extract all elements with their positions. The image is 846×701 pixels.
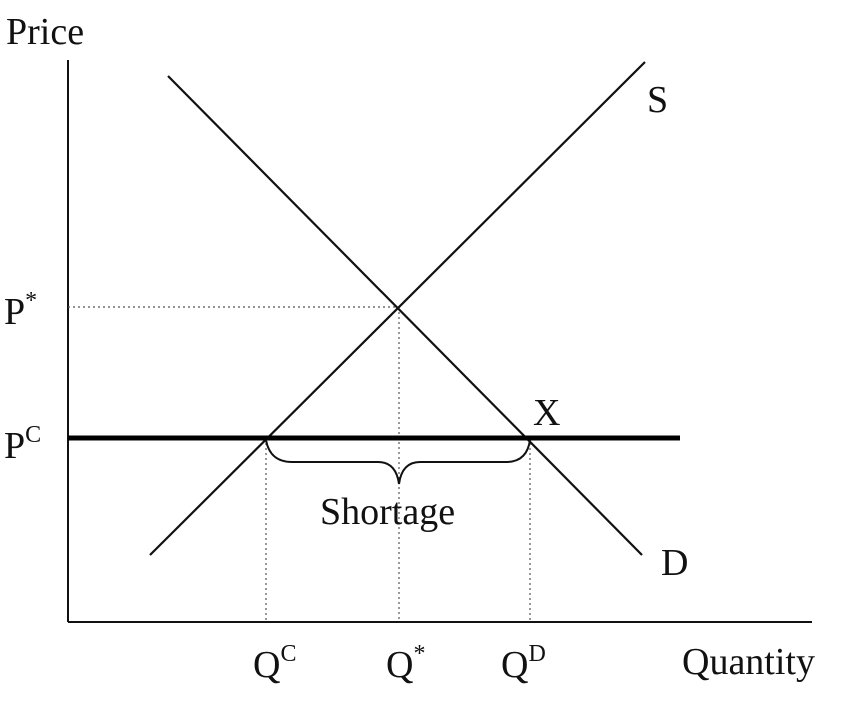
demand-curve	[167, 75, 643, 556]
demand-label: D	[661, 542, 688, 584]
supply-label: S	[647, 79, 668, 121]
shortage-brace	[265, 439, 531, 485]
q-c-label: QC	[253, 641, 296, 686]
y-axis-label: Price	[6, 11, 84, 53]
q-star-label: Q*	[386, 641, 425, 686]
shortage-label: Shortage	[320, 491, 455, 533]
p-star-label: P*	[4, 288, 37, 333]
q-d-label: QD	[501, 641, 546, 686]
x-axis-label: Quantity	[682, 641, 815, 683]
point-x-label: X	[533, 392, 560, 434]
p-c-label: PC	[4, 422, 41, 467]
